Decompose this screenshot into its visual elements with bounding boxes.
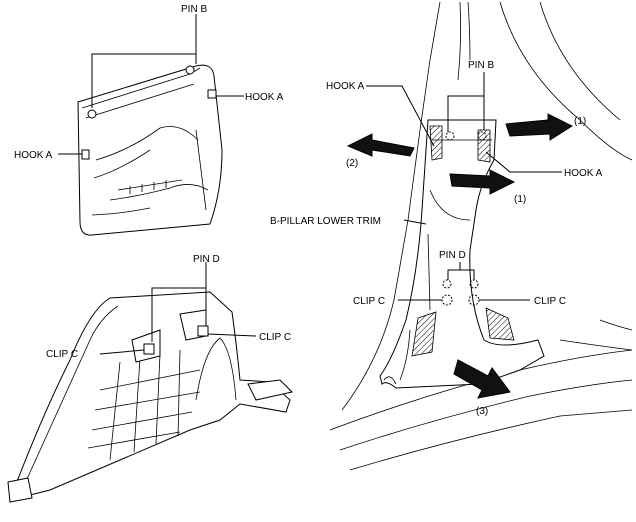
label-pin-b-top: PIN B (181, 4, 207, 15)
clip-c-left (143, 343, 155, 355)
label-b-pillar-lower-trim: B-PILLAR LOWER TRIM (270, 216, 381, 227)
direction-arrow-1-mid (449, 169, 516, 195)
label-hook-a-right-top: HOOK A (245, 92, 284, 103)
labels: PIN B HOOK A HOOK A PIN D CLIP C CLIP C … (14, 4, 603, 417)
label-pin-d-bottom: PIN D (193, 254, 220, 265)
pin-d-main-left (442, 279, 452, 289)
main-b-pillar-view (329, 1, 633, 471)
direction-arrow-1-top (505, 113, 574, 141)
pin-b-right (185, 65, 195, 75)
direction-arrow-3 (453, 359, 511, 399)
hook-a-left (81, 149, 90, 160)
label-step-1-top: (1) (574, 116, 586, 127)
label-step-3: (3) (476, 406, 488, 417)
label-pin-d-main: PIN D (439, 250, 466, 261)
direction-arrow-2 (346, 133, 415, 157)
hook-a-right (207, 89, 217, 99)
label-hook-a-main-right: HOOK A (564, 168, 603, 179)
label-hook-a-main-left: HOOK A (326, 81, 365, 92)
label-hook-a-left-top: HOOK A (14, 150, 53, 161)
label-step-1-mid: (1) (514, 194, 526, 205)
label-pin-b-main: PIN B (468, 60, 494, 71)
pin-b-main-right (477, 131, 487, 141)
label-clip-c-main-right: CLIP C (534, 296, 566, 307)
label-clip-c-main-left: CLIP C (353, 296, 385, 307)
label-clip-c-left-bottom: CLIP C (46, 349, 78, 360)
label-step-2: (2) (346, 158, 358, 169)
top-left-trim-view (58, 14, 244, 236)
pin-b-left (87, 109, 97, 119)
bottom-left-trim-view (7, 262, 293, 503)
pin-b-main-left (445, 131, 455, 141)
clip-c-right (197, 325, 209, 337)
label-clip-c-right-bottom: CLIP C (259, 332, 291, 343)
